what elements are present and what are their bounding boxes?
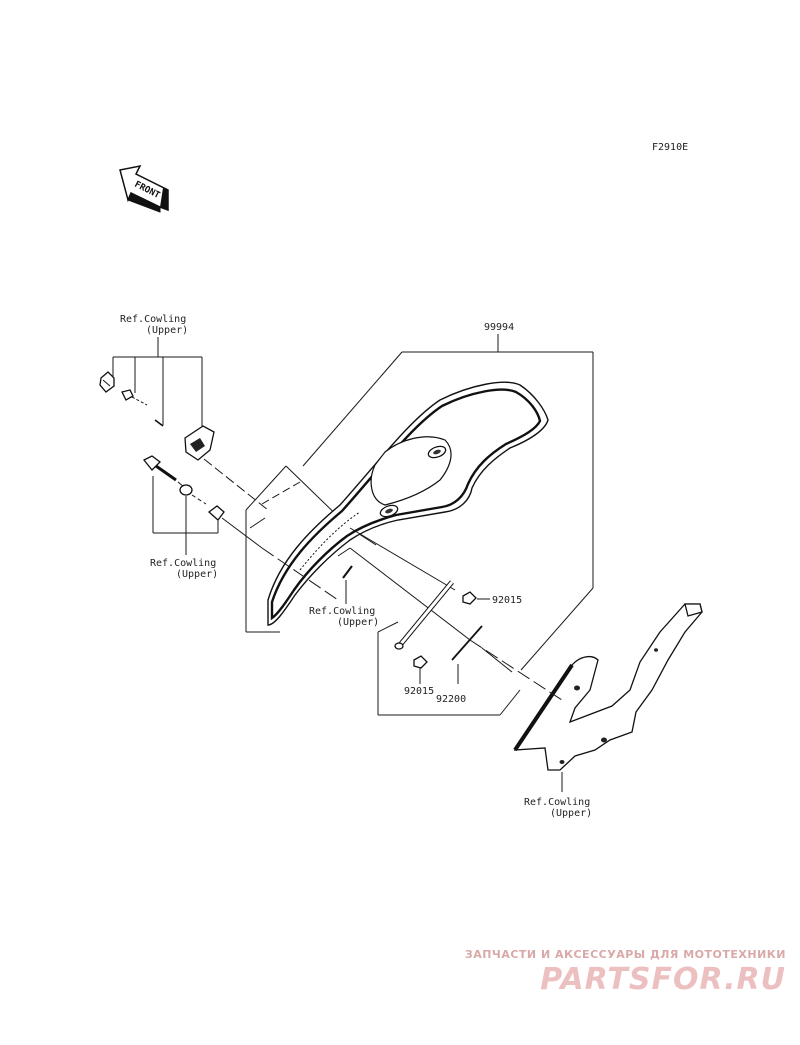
ref-cowling-sublabel-mid-left: (Upper) xyxy=(176,569,218,580)
spacer-strip-part xyxy=(342,565,353,604)
leader-lines-mid-left xyxy=(152,476,219,555)
collar-part xyxy=(179,484,207,505)
nut-92015-right xyxy=(462,591,490,605)
ref-cowling-sublabel-center: (Upper) xyxy=(337,617,379,628)
kit-bracket-lower xyxy=(337,547,521,716)
ref-cowling-label-mid-left: Ref.Cowling xyxy=(150,558,216,569)
part-number-99994: 99994 xyxy=(484,322,514,333)
grommet-part xyxy=(207,505,263,549)
bracket-nut-part xyxy=(184,425,269,511)
nut-92015-lower xyxy=(413,655,428,684)
windshield-part xyxy=(267,381,549,626)
watermark-caption: ЗАПЧАСТИ И АКСЕССУАРЫ ДЛЯ МОТОТЕХНИКИ xyxy=(464,948,786,961)
washer-part xyxy=(154,419,164,427)
assembly-guide-lines xyxy=(261,547,563,701)
kit-bracket-99994 xyxy=(302,334,594,671)
clip-part xyxy=(99,371,115,393)
part-number-92015-right: 92015 xyxy=(492,595,522,606)
bolt-part xyxy=(142,455,185,488)
ref-cowling-sublabel-bottom-right: (Upper) xyxy=(550,808,592,819)
front-arrow-icon: FRONT xyxy=(119,164,169,213)
part-number-92200: 92200 xyxy=(436,694,466,705)
ref-cowling-label-top-left: Ref.Cowling xyxy=(120,314,186,325)
cowling-bracket-part xyxy=(513,603,703,792)
part-number-92015-lower: 92015 xyxy=(404,686,434,697)
diagram-code: F2910E xyxy=(652,142,688,153)
ref-cowling-label-bottom-right: Ref.Cowling xyxy=(524,797,590,808)
ref-cowling-label-center: Ref.Cowling xyxy=(309,606,375,617)
seal-92200-part xyxy=(451,625,513,684)
leader-lines-top-left xyxy=(112,337,203,430)
stay-rod-part xyxy=(394,580,454,650)
ref-cowling-sublabel-top-left: (Upper) xyxy=(146,325,188,336)
watermark-logo: PARTSFOR.RU xyxy=(540,962,786,997)
screw-part xyxy=(121,389,148,406)
